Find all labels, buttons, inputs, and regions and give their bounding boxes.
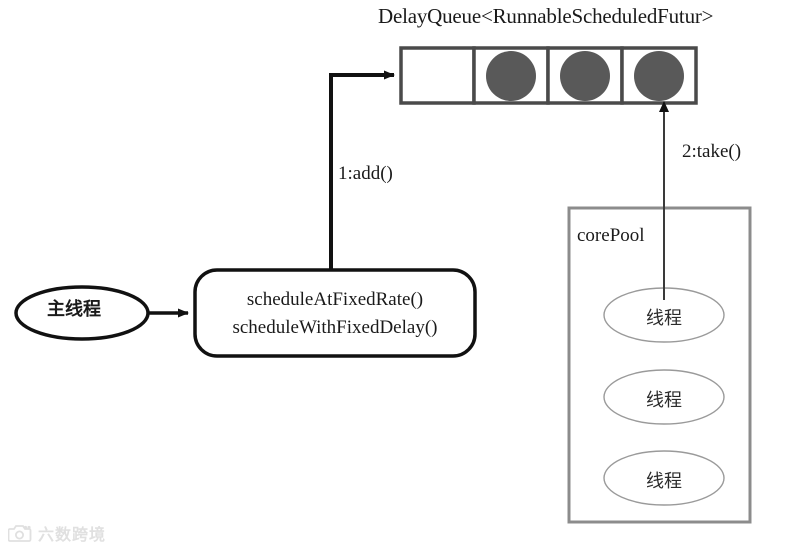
scheduler-method-line-2: scheduleWithFixedDelay(): [232, 316, 438, 338]
core-pool-label: corePool: [577, 225, 645, 246]
camera-icon: [8, 525, 32, 542]
queue-task-circle-1: [486, 51, 536, 101]
scheduler-box-text: scheduleAtFixedRate() scheduleWithFixedD…: [196, 286, 474, 341]
delay-queue-title: DelayQueue<RunnableScheduledFutur>: [378, 4, 714, 28]
queue-task-circle-2: [560, 51, 610, 101]
core-pool-thread-label-0: 线程: [646, 308, 682, 329]
scheduler-method-line-1: scheduleAtFixedRate(): [246, 289, 424, 310]
queue-cell-0: [399, 46, 476, 105]
main-thread-label: 主线程: [47, 299, 101, 320]
scheduler-box: [193, 268, 477, 358]
watermark-text: 六数跨境: [38, 525, 107, 544]
main-thread-ellipse: [14, 285, 150, 341]
add-arrow-label: 1:add(): [338, 163, 393, 184]
core-pool-thread-label-1: 线程: [646, 390, 682, 411]
add-arrow: [329, 70, 395, 272]
core-pool-thread-ellipse-2: [603, 450, 725, 506]
take-arrow-label: 2:take(): [682, 141, 742, 162]
watermark: 六数跨境: [8, 521, 106, 545]
delay-queue-cells: [399, 46, 698, 105]
core-pool-thread-label-2: 线程: [646, 471, 682, 492]
core-pool-thread-ellipse-1: [603, 369, 725, 425]
queue-task-circle-3: [634, 51, 684, 101]
